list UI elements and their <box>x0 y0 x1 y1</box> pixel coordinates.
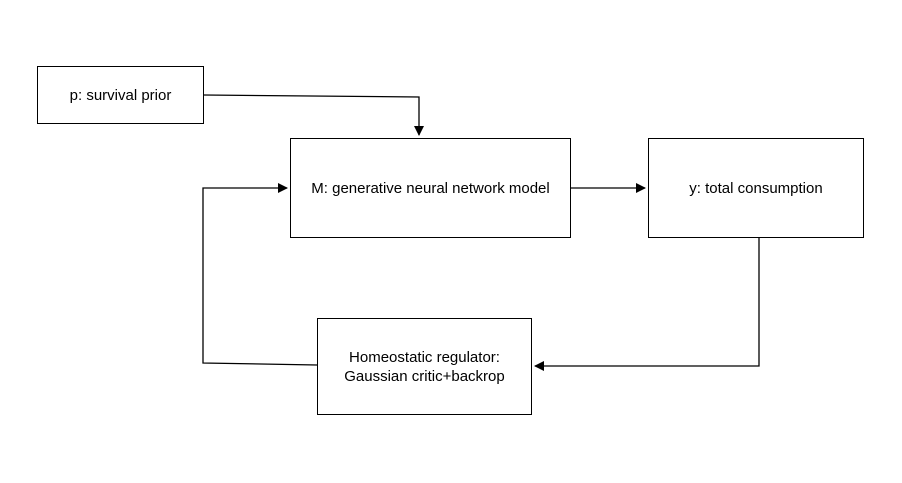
node-total-consumption: y: total consumption <box>648 138 864 238</box>
node-homeostatic-regulator-line1: Homeostatic regulator: <box>349 348 500 366</box>
node-survival-prior: p: survival prior <box>37 66 204 124</box>
node-generative-model: M: generative neural network model <box>290 138 571 238</box>
edge-regulator-to-model <box>202 183 318 366</box>
node-total-consumption-label: y: total consumption <box>689 179 823 197</box>
node-survival-prior-label: p: survival prior <box>69 86 172 104</box>
edge-prior-to-model <box>203 94 424 136</box>
edge-output-to-regulator <box>534 238 760 371</box>
node-homeostatic-regulator-line2: Gaussian critic+backrop <box>344 367 505 385</box>
node-generative-model-label: M: generative neural network model <box>311 179 550 197</box>
node-homeostatic-regulator: Homeostatic regulator: Gaussian critic+b… <box>317 318 532 415</box>
